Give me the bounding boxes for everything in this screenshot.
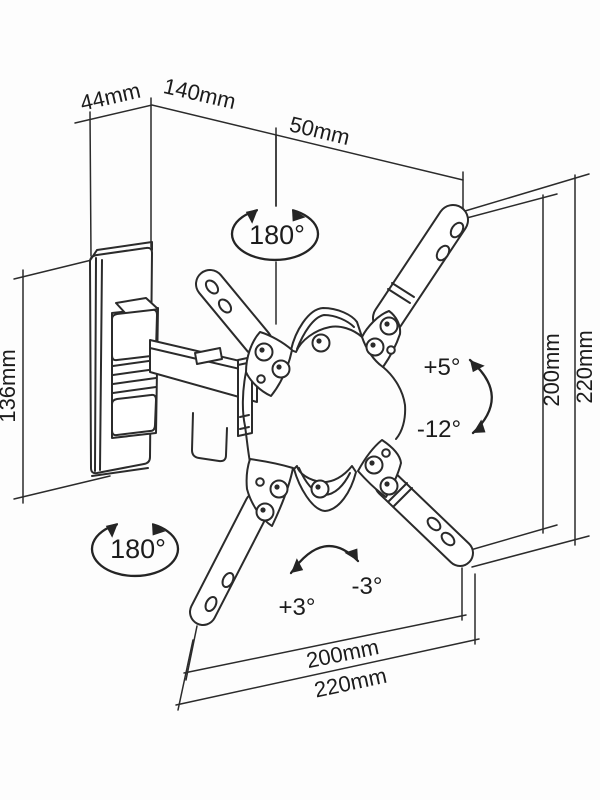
hinge-knuckle-line: [112, 377, 157, 385]
extension-line: [89, 111, 92, 257]
cable-clip: [191, 412, 228, 463]
strap-hatch: [393, 487, 413, 507]
angle-label-tilt-up: +5°: [424, 354, 461, 381]
strap-slot-hole: [440, 531, 456, 547]
bottom-inner-dimension-line: [183, 614, 467, 674]
hinge-lower-block: [111, 393, 157, 437]
strap-slot-hole: [221, 571, 235, 589]
extension-line: [471, 535, 590, 568]
dim-label-right-220mm: 220mm: [572, 330, 597, 403]
angle-annotations: [90, 134, 493, 578]
hub-top-arch-inner: [296, 314, 355, 350]
hinge-knuckle-line: [112, 368, 157, 376]
arrowhead-icon: [470, 360, 485, 373]
strap-hatch: [391, 282, 415, 298]
angle-label-swivel-bottom: 180°: [110, 534, 166, 564]
dimension-lines: [13, 97, 590, 711]
arm-slider-tab: [194, 347, 223, 365]
strap-slot-hole: [449, 221, 465, 239]
dim-label-140mm: 140mm: [161, 73, 238, 114]
strap-top-right: [372, 204, 469, 334]
screws: [254, 316, 399, 522]
dimension-labels: 44mm 140mm 50mm 136mm 200mm 220mm 200mm …: [0, 73, 597, 702]
strap-slot-hole: [217, 298, 233, 314]
top-dimension-line: [74, 104, 464, 181]
angle-label-pan-positive: +3°: [279, 594, 316, 621]
arrowhead-icon: [245, 209, 258, 224]
strap-hatch: [387, 288, 411, 304]
swivel-arc-top-icon: [230, 209, 320, 262]
strap-bottom-right: [374, 470, 474, 567]
hub-right-edge: [382, 366, 407, 440]
dim-label-right-200mm: 200mm: [539, 333, 564, 406]
arrowhead-icon: [473, 419, 486, 433]
wall-plate-edge-line: [94, 257, 97, 472]
hinge-knuckle-line: [112, 386, 157, 394]
angle-label-swivel-top: 180°: [249, 220, 305, 250]
extension-line: [13, 475, 111, 500]
angle-label-pan-negative: -3°: [352, 573, 383, 600]
extension-line: [185, 625, 198, 681]
extension-line: [466, 524, 558, 552]
extension-line: [462, 193, 558, 220]
hinge-knuckle-line: [112, 359, 157, 367]
extension-line: [464, 173, 590, 212]
wall-plate-top-bevel: [90, 241, 153, 260]
strap-slot-hole: [204, 279, 220, 295]
hub-left-edge: [241, 371, 251, 463]
strap-slot-hole: [204, 595, 218, 613]
wall-plate-bottom-bevel: [91, 467, 149, 477]
arrowhead-icon: [291, 558, 304, 573]
arrowhead-icon: [344, 548, 358, 561]
hub-arm-notch: [239, 426, 250, 430]
arrowhead-icon: [292, 209, 306, 222]
angle-label-tilt-down: -12°: [417, 416, 461, 443]
strap-bottom-left: [189, 491, 272, 626]
strap-hatch: [388, 482, 408, 502]
arrowhead-icon: [152, 523, 166, 536]
strap-slot-hole: [435, 244, 451, 262]
strap-slot-hole: [426, 516, 442, 532]
strap-top-left: [195, 269, 273, 357]
vesa-straps: [189, 204, 474, 626]
swivel-arc-bottom-icon: [90, 523, 180, 578]
hinge-column: [111, 297, 159, 439]
arrowhead-icon: [105, 523, 118, 538]
wall-plate-rail-line: [99, 259, 103, 471]
dim-label-136mm: 136mm: [0, 349, 20, 422]
extension-line: [177, 639, 194, 711]
hub-arm-notch: [239, 414, 250, 418]
bottom-outer-dimension-line: [175, 638, 480, 706]
vesa-plate: [239, 307, 407, 527]
mount-arm: [149, 339, 258, 463]
dim-label-50mm: 50mm: [287, 111, 352, 150]
